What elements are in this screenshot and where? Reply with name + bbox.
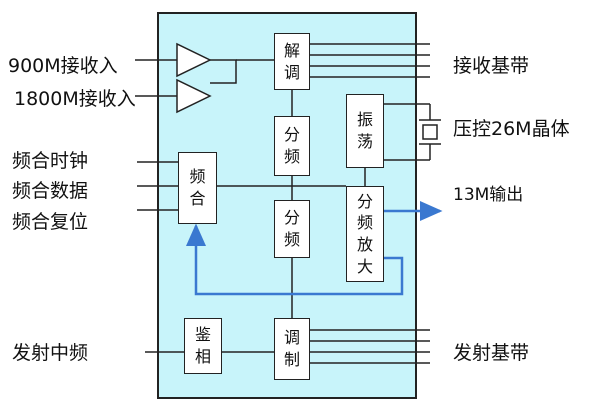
synthesizer-block: 频合 xyxy=(178,152,217,224)
label-13m-output: 13M输出 xyxy=(453,185,524,205)
oscillator-block: 振荡 xyxy=(346,94,384,168)
phase-detector-block: 鉴相 xyxy=(184,318,222,374)
label-tx-baseband: 发射基带 xyxy=(453,342,530,364)
label-900m-rx-input: 900M接收入 xyxy=(8,55,118,77)
label-synth-reset: 频合复位 xyxy=(12,211,89,233)
divider-block-2: 分频 xyxy=(274,200,310,258)
lna-out-wire xyxy=(210,59,237,84)
label-synth-data: 频合数据 xyxy=(12,180,89,202)
demod-block: 解调 xyxy=(274,33,310,90)
label-1800m-rx-input: 1800M接收入 xyxy=(14,88,136,110)
divider-block-1: 分频 xyxy=(274,116,310,176)
feedback-loop-arrow xyxy=(186,223,404,296)
label-synth-clock: 频合时钟 xyxy=(12,150,89,172)
modulator-block: 调制 xyxy=(274,318,310,380)
divider-amplifier-block: 分频放大 xyxy=(346,186,384,282)
label-vctcxo-26m: 压控26M晶体 xyxy=(453,118,570,140)
label-tx-if: 发射中频 xyxy=(12,342,89,364)
label-rx-baseband: 接收基带 xyxy=(453,55,530,77)
crystal-icon xyxy=(422,124,438,140)
